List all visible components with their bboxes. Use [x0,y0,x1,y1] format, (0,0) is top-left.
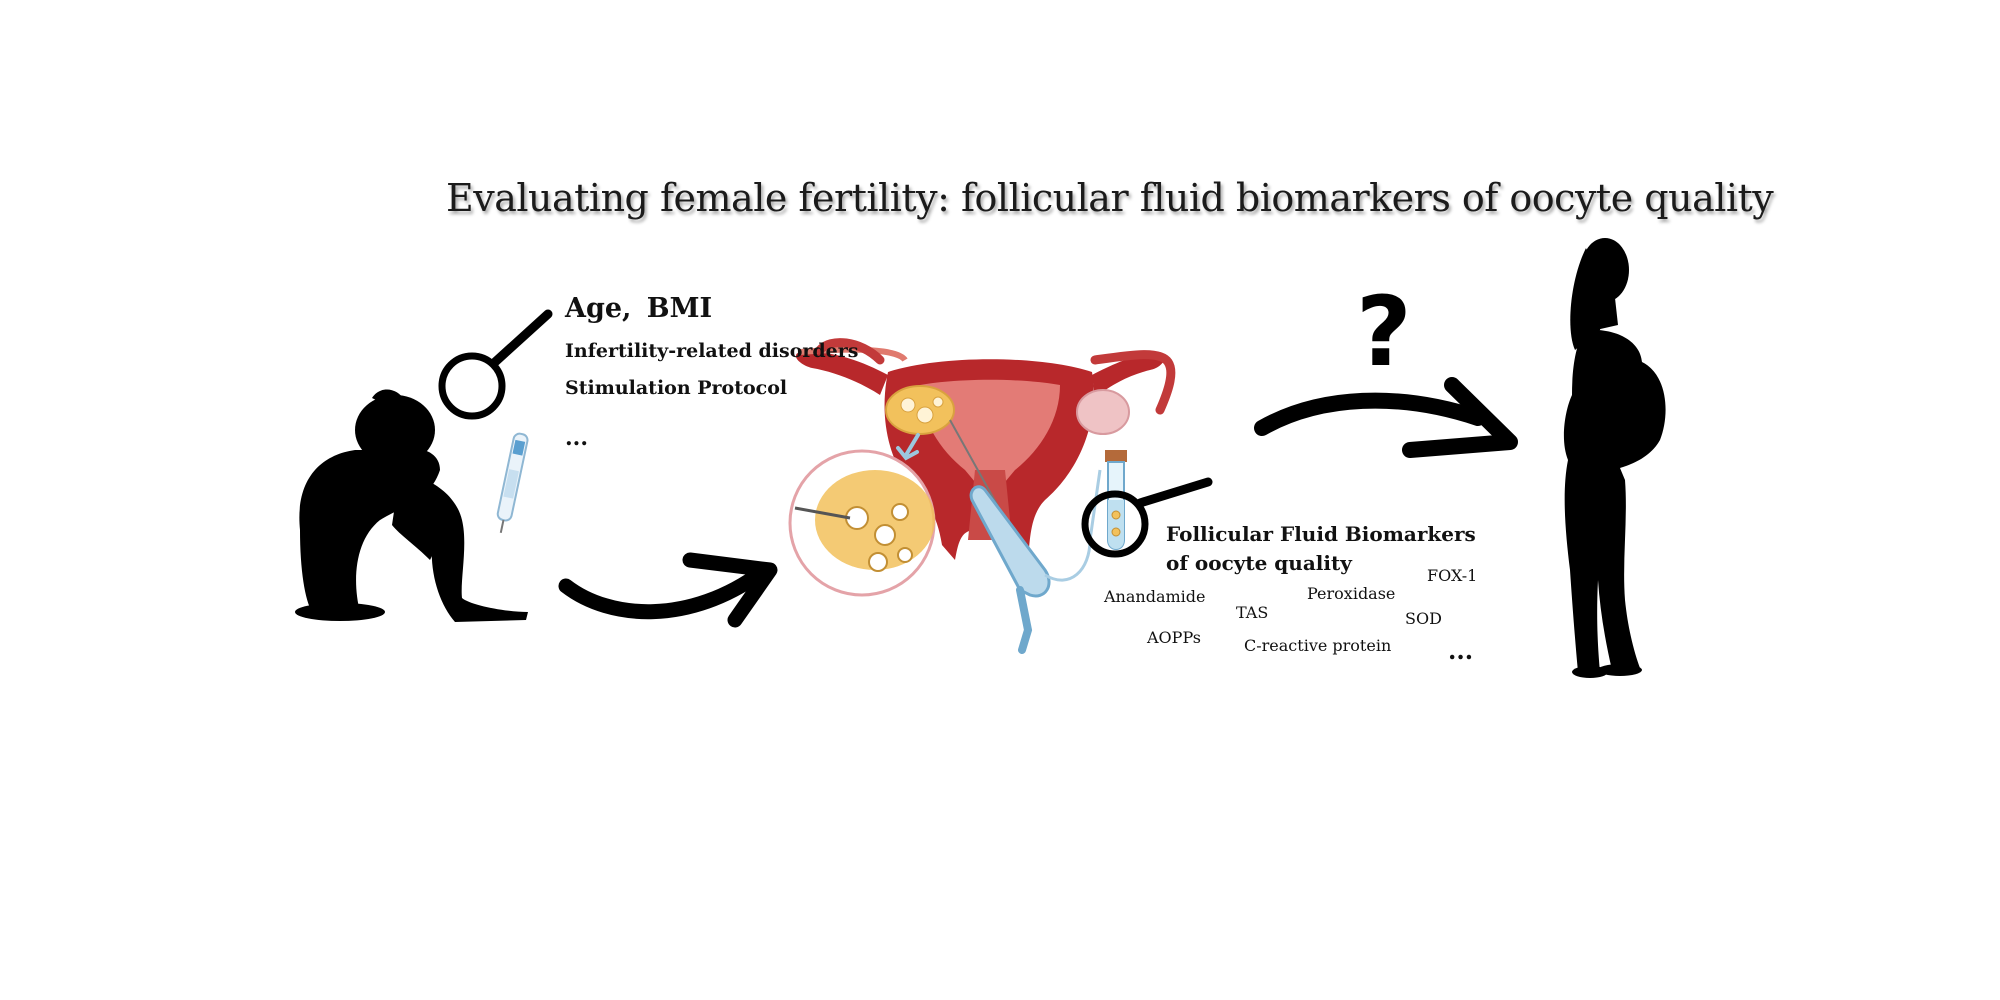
infertility-disorders-label: Infertility-related disorders [565,340,859,362]
test-tube-icon [1105,450,1127,550]
arrow-to-pregnancy [1254,377,1518,458]
biomarkers-heading: Follicular Fluid Biomarkers of oocyte qu… [1166,522,1476,575]
marker-anandamide: Anandamide [1104,587,1206,606]
marker-tas: TAS [1236,603,1269,622]
follicle-zoom-circle [788,449,936,597]
more-markers-ellipsis: ... [1448,636,1474,665]
sitting-woman-silhouette [295,389,528,622]
magnifying-glass-icon-2 [1081,477,1213,558]
marker-aopps: AOPPs [1147,628,1201,647]
injection-pen-icon [496,432,529,534]
marker-fox-1: FOX-1 [1427,566,1478,585]
left-ovary-icon [885,385,955,435]
stimulation-protocol-label: Stimulation Protocol [565,377,788,399]
marker-c-reactive-protein: C-reactive protein [1244,636,1392,655]
right-ovary-icon [1076,389,1130,435]
page-title: Evaluating female fertility: follicular … [446,176,1774,220]
marker-peroxidase: Peroxidase [1307,584,1396,603]
ultrasound-probe-icon [969,469,1102,654]
small-arrow-icon [896,433,920,461]
magnifying-glass-icon [438,309,553,420]
marker-sod: SOD [1405,609,1442,628]
pregnant-woman-silhouette [1563,238,1666,678]
question-mark: ? [1356,276,1412,388]
arrow-to-retrieval [558,552,778,628]
age-bmi-heading: Age, BMI [565,293,713,324]
aspiration-needle [949,419,1001,511]
more-factors-ellipsis: ... [565,425,588,451]
